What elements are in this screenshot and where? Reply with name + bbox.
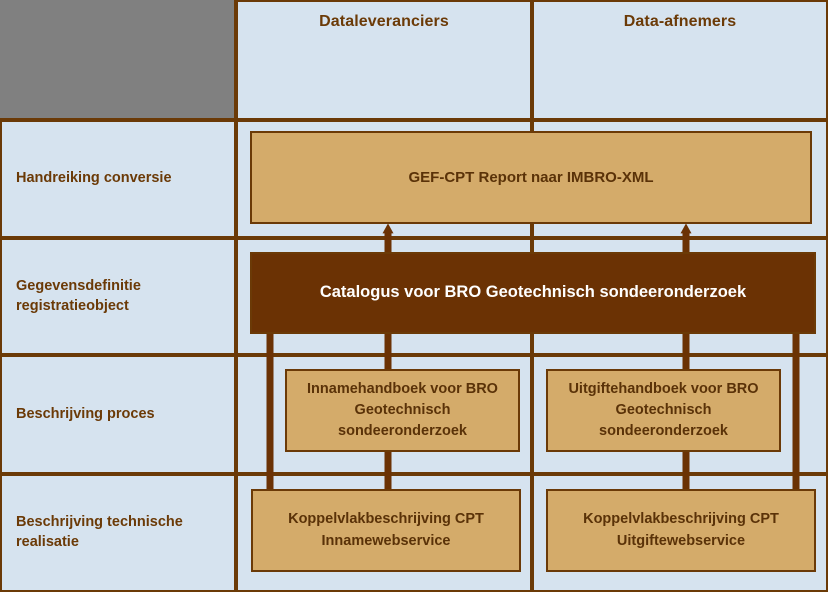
row-label-gegevensdefinitie-registratieobject: Gegevensdefinitie registratieobject — [0, 238, 236, 355]
node-label: Catalogus voor BRO Geotechnisch sondeero… — [319, 283, 747, 302]
row-label-beschrijving-proces: Beschrijving proces — [0, 355, 236, 474]
node-gef-cpt-report[interactable]: GEF-CPT Report naar IMBRO-XML — [250, 131, 812, 224]
column-header-label: Dataleveranciers — [319, 13, 449, 30]
column-header-data-afnemers: Data-afnemers — [532, 0, 828, 120]
node-label: Koppelvlakbeschrijving CPT Innamewebserv… — [288, 511, 484, 549]
column-header-label: Data-afnemers — [623, 13, 737, 30]
node-label: Koppelvlakbeschrijving CPT Uitgiftewebse… — [583, 511, 779, 549]
node-uitgiftehandboek[interactable]: Uitgiftehandboek voor BRO Geotechnisch s… — [546, 369, 781, 452]
node-innamehandboek[interactable]: Innamehandboek voor BRO Geotechnisch son… — [285, 369, 520, 452]
node-koppelvlak-inname[interactable]: Koppelvlakbeschrijving CPT Innamewebserv… — [251, 489, 521, 572]
grid-corner-cell — [0, 0, 236, 120]
node-label: Innamehandboek voor BRO Geotechnisch son… — [307, 380, 498, 439]
row-label-text: Beschrijving proces — [16, 405, 155, 422]
node-catalogus[interactable]: Catalogus voor BRO Geotechnisch sondeero… — [250, 252, 816, 334]
node-label: Uitgiftehandboek voor BRO Geotechnisch s… — [568, 380, 759, 439]
row-label-text: Beschrijving technische realisatie — [16, 514, 183, 550]
row-label-beschrijving-technische-realisatie: Beschrijving technische realisatie — [0, 474, 236, 592]
node-koppelvlak-uitgifte[interactable]: Koppelvlakbeschrijving CPT Uitgiftewebse… — [546, 489, 816, 572]
column-header-dataleveranciers: Dataleveranciers — [236, 0, 532, 120]
row-label-handreiking-conversie: Handreiking conversie — [0, 120, 236, 238]
node-label: GEF-CPT Report naar IMBRO-XML — [408, 168, 654, 186]
row-label-text: Handreiking conversie — [16, 170, 172, 187]
row-label-text: Gegevensdefinitie registratieobject — [16, 277, 141, 314]
